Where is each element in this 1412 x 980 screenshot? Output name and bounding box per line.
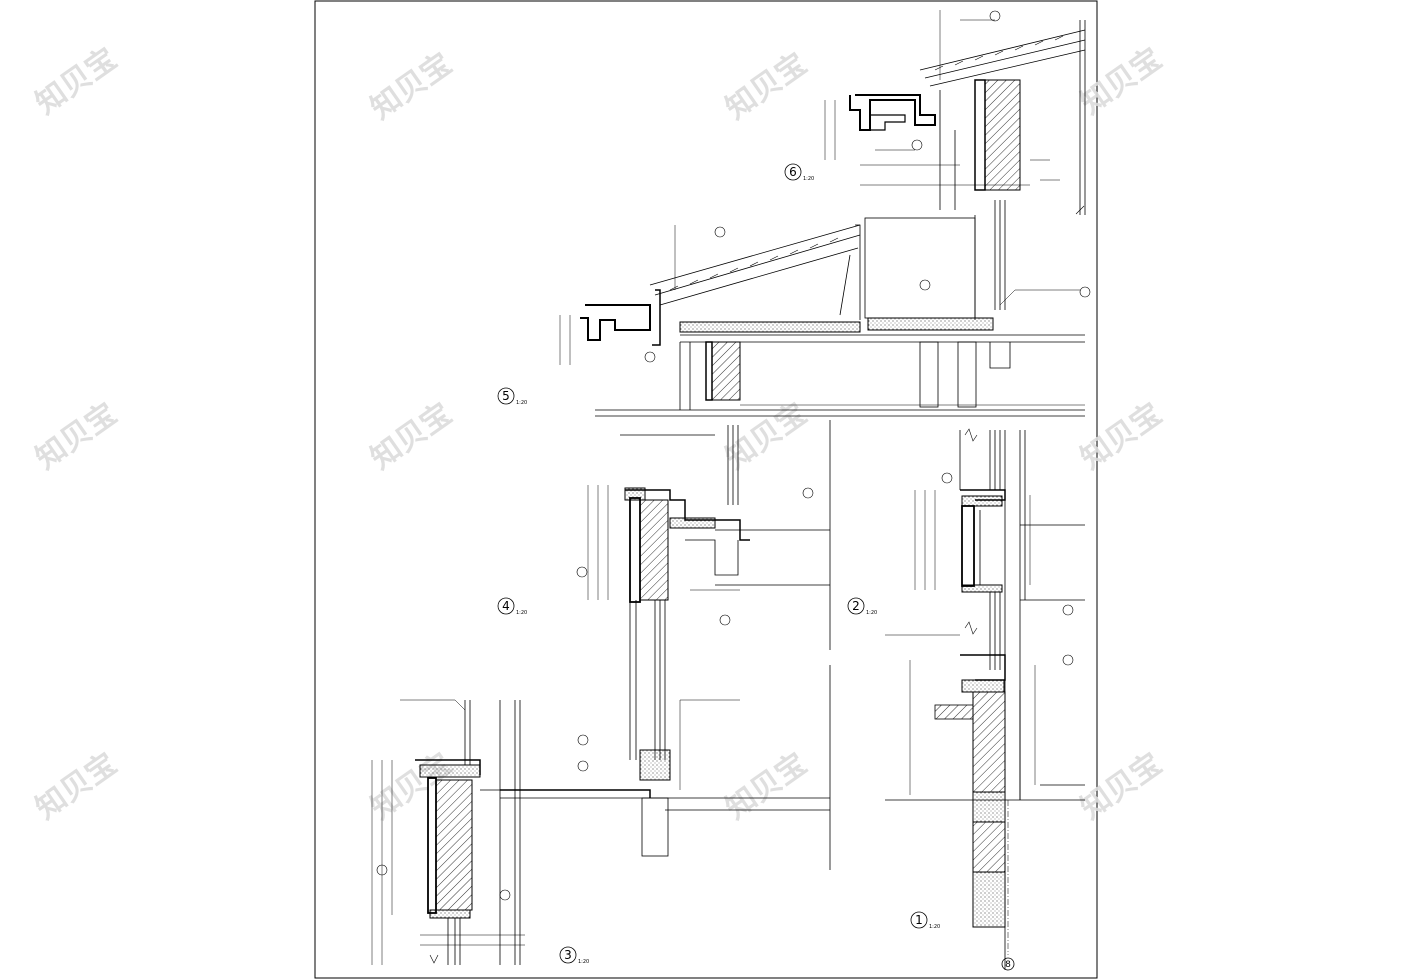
detail-3-drawing xyxy=(371,699,540,965)
watermark-text: 知贝宝 xyxy=(720,746,814,826)
detail-callouts: 6 1:20 5 1:20 4 1:20 2 1:20 3 1:20 1 1:2… xyxy=(497,163,1015,971)
sheet-border xyxy=(314,0,1098,979)
detail-scale: 1:20 xyxy=(516,610,527,616)
detail-5-drawing xyxy=(559,200,1091,417)
watermark-text: 知贝宝 xyxy=(365,396,459,476)
detail-number: 6 xyxy=(789,165,797,179)
detail-scale: 1:20 xyxy=(578,959,589,965)
watermark-text: 知贝宝 xyxy=(720,396,814,476)
detail-scale: 1:20 xyxy=(929,924,940,930)
detail-2-callout: 2 1:20 xyxy=(847,597,877,616)
axis-bubble: 8 xyxy=(1001,957,1015,971)
detail-number: 2 xyxy=(852,599,860,613)
watermark-text: 知贝宝 xyxy=(1075,41,1169,121)
watermark-text: 知贝宝 xyxy=(1075,746,1169,826)
detail-5-callout: 5 1:20 xyxy=(497,387,527,406)
detail-scale: 1:20 xyxy=(803,176,814,182)
detail-4-drawing xyxy=(500,420,831,870)
detail-number: 5 xyxy=(502,389,510,403)
detail-6-drawing xyxy=(824,10,1086,215)
axis-label: 8 xyxy=(1005,960,1011,970)
detail-4-callout: 4 1:20 xyxy=(497,597,527,616)
detail-number: 3 xyxy=(564,948,572,962)
watermark-text: 知贝宝 xyxy=(30,396,124,476)
detail-1-drawing xyxy=(885,654,1085,955)
detail-number: 4 xyxy=(502,599,510,613)
detail-number: 1 xyxy=(915,913,923,927)
detail-6-callout: 6 1:20 xyxy=(784,163,814,182)
watermark-text: 知贝宝 xyxy=(30,41,124,121)
watermark-text: 知贝宝 xyxy=(365,46,459,126)
detail-3-callout: 3 1:20 xyxy=(559,946,589,965)
detail-1-callout: 1 1:20 xyxy=(910,911,940,930)
detail-scale: 1:20 xyxy=(516,400,527,406)
watermark-text: 知贝宝 xyxy=(720,46,814,126)
detail-scale: 1:20 xyxy=(866,610,877,616)
watermark-text: 知贝宝 xyxy=(1075,396,1169,476)
watermark-text: 知贝宝 xyxy=(30,746,124,826)
